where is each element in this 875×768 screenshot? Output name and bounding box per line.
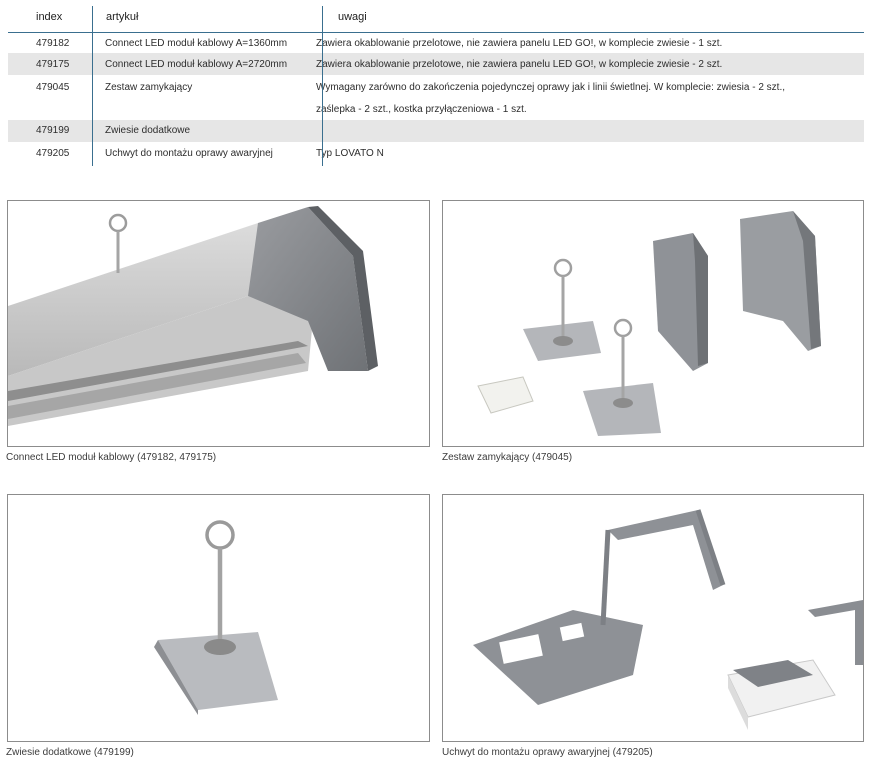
emergency-bracket-illustration	[473, 509, 863, 730]
row-index: 479175	[36, 59, 70, 70]
table-row: 479045 Zestaw zamykający Wymagany zarówn…	[8, 75, 864, 120]
table-row: 479199 Zwiesie dodatkowe	[8, 120, 864, 142]
row-index: 479182	[36, 38, 70, 49]
photo-closing-set	[442, 200, 864, 447]
table-row: 479175 Connect LED moduł kablowy A=2720m…	[8, 53, 864, 75]
table-row: 479182 Connect LED moduł kablowy A=1360m…	[8, 33, 864, 53]
photo-emergency-bracket	[442, 494, 864, 742]
closing-set-illustration	[477, 211, 821, 436]
row-uwagi: Zawiera okablowanie przelotowe, nie zawi…	[316, 38, 723, 49]
row-artykul: Zestaw zamykający	[105, 82, 193, 93]
caption-emergency-bracket: Uchwyt do montażu oprawy awaryjnej (4792…	[442, 747, 653, 758]
header-uwagi: uwagi	[338, 11, 367, 23]
column-divider	[92, 6, 93, 166]
led-module-illustration	[8, 206, 378, 426]
photo-extra-suspension	[7, 494, 430, 742]
row-artykul: Zwiesie dodatkowe	[105, 125, 191, 136]
row-artykul: Connect LED moduł kablowy A=1360mm	[105, 38, 288, 49]
row-uwagi: Wymagany zarówno do zakończenia pojedync…	[316, 82, 785, 93]
header-divider	[8, 32, 864, 33]
caption-extra-suspension: Zwiesie dodatkowe (479199)	[6, 747, 134, 758]
row-artykul: Connect LED moduł kablowy A=2720mm	[105, 59, 288, 70]
row-artykul: Uchwyt do montażu oprawy awaryjnej	[105, 148, 273, 159]
row-index: 479199	[36, 125, 70, 136]
row-uwagi: Zawiera okablowanie przelotowe, nie zawi…	[316, 59, 723, 70]
row-uwagi-line2: zaślepka - 2 szt., kostka przyłączeniowa…	[316, 104, 527, 115]
row-uwagi: Typ LOVATO N	[316, 148, 384, 159]
column-divider	[322, 6, 323, 166]
table-row: 479205 Uchwyt do montażu oprawy awaryjne…	[8, 142, 864, 166]
photo-led-module	[7, 200, 430, 447]
caption-closing-set: Zestaw zamykający (479045)	[442, 452, 573, 463]
caption-led-module: Connect LED moduł kablowy (479182, 47917…	[6, 452, 217, 463]
header-index: index	[36, 11, 63, 23]
row-index: 479205	[36, 148, 70, 159]
table-header: index artykuł uwagi	[0, 0, 875, 33]
extra-suspension-illustration	[154, 520, 278, 715]
header-artykul: artykuł	[106, 11, 139, 23]
row-index: 479045	[36, 82, 70, 93]
